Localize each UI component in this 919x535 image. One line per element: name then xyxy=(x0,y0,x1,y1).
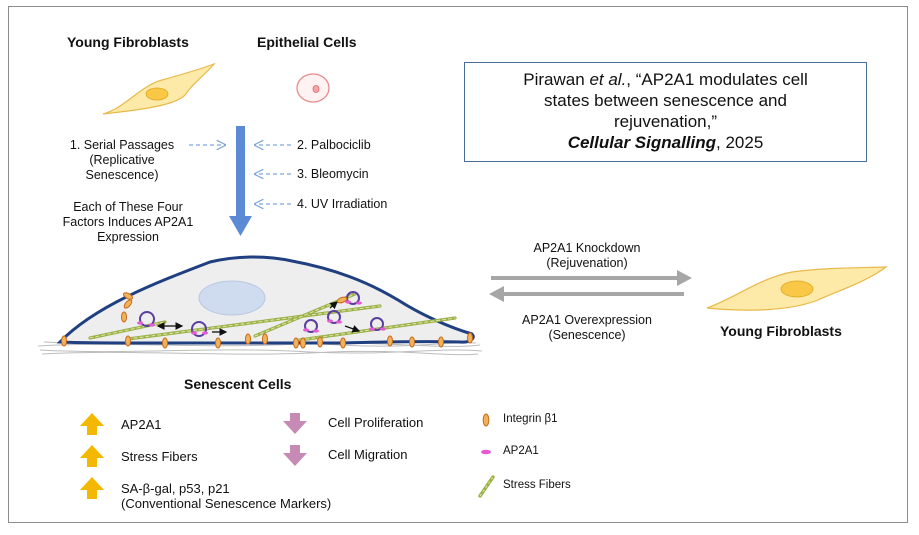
effect-down-migration: Cell Migration xyxy=(328,447,408,462)
summary-line-3: Expression xyxy=(97,230,159,244)
effect-up-stress-fibers: Stress Fibers xyxy=(121,449,198,464)
senescent-cells-header: Senescent Cells xyxy=(184,376,292,392)
citation-line-2: states between senescence and xyxy=(544,91,787,110)
knockdown-label: AP2A1 Knockdown (Rejuvenation) xyxy=(507,241,667,271)
young-fibroblast-top-icon xyxy=(102,62,216,115)
citation-line-3: rejuvenation,” xyxy=(613,112,717,131)
epithelial-cells-header: Epithelial Cells xyxy=(257,34,357,50)
citation-etal: et al. xyxy=(589,70,627,89)
legend-integrin-label: Integrin β1 xyxy=(503,413,558,425)
knockdown-line-2: (Rejuvenation) xyxy=(546,256,628,270)
inducer-1-line-3: Senescence) xyxy=(85,168,159,182)
young-fibroblasts-right-header: Young Fibroblasts xyxy=(720,323,842,339)
down-arrow-icon xyxy=(283,413,307,434)
citation-journal: Cellular Signalling xyxy=(567,133,717,152)
down-arrow-icons xyxy=(283,413,307,466)
inducer-bleomycin: 3. Bleomycin xyxy=(297,167,369,181)
integrin-legend-icon xyxy=(482,413,490,427)
summary-line-2: Factors Induces AP2A1 xyxy=(62,215,194,229)
inducer-uv-irradiation: 4. UV Irradiation xyxy=(297,197,388,211)
inducer-palbociclib: 2. Palbociclib xyxy=(297,138,371,152)
inducer-summary: Each of These Four Factors Induces AP2A1… xyxy=(46,200,210,245)
stress-fiber-legend-icon xyxy=(478,475,495,498)
inducer-1-line-1: 1. Serial Passages xyxy=(69,138,175,152)
figure-frame xyxy=(8,6,908,523)
young-fibroblasts-header: Young Fibroblasts xyxy=(67,34,189,50)
citation-title-1: , “AP2A1 modulates cell xyxy=(626,70,808,89)
legend-stress-fibers-label: Stress Fibers xyxy=(503,479,571,491)
citation-line-1: Pirawan et al., “AP2A1 modulates cell xyxy=(465,69,866,90)
citation-year: , 2025 xyxy=(716,133,764,152)
citation-box: Pirawan et al., “AP2A1 modulates cell st… xyxy=(464,62,867,162)
markers-line-1: SA-β-gal, p53, p21 xyxy=(121,481,230,496)
inducer-serial-passages: 1. Serial Passages (Replicative Senescen… xyxy=(58,138,186,183)
up-arrow-icon xyxy=(80,477,104,499)
ap2a1-legend-icon xyxy=(481,449,491,455)
effect-up-ap2a1: AP2A1 xyxy=(121,417,162,432)
legend-ap2a1-label: AP2A1 xyxy=(503,445,539,457)
overexpression-label: AP2A1 Overexpression (Senescence) xyxy=(497,313,677,343)
effect-up-markers: SA-β-gal, p53, p21 (Conventional Senesce… xyxy=(121,481,331,511)
up-arrow-icon xyxy=(80,413,104,435)
overexpression-line-2: (Senescence) xyxy=(548,328,626,342)
inducer-dashed-arrows xyxy=(189,145,291,204)
transition-arrows xyxy=(489,270,692,302)
markers-line-2: (Conventional Senescence Markers) xyxy=(121,496,332,511)
young-fibroblast-right-icon xyxy=(706,266,888,311)
legend-icons xyxy=(478,413,495,498)
citation-line-4: Cellular Signalling, 2025 xyxy=(465,132,866,153)
citation-authors: Pirawan xyxy=(523,70,585,89)
down-arrow-icon xyxy=(283,445,307,466)
up-arrow-icons xyxy=(80,413,104,499)
senescent-cell xyxy=(56,255,475,349)
epithelial-cell-icon xyxy=(296,73,330,103)
knockdown-line-1: AP2A1 Knockdown xyxy=(533,241,641,255)
up-arrow-icon xyxy=(80,445,104,467)
effect-down-proliferation: Cell Proliferation xyxy=(328,415,424,430)
overexpression-line-1: AP2A1 Overexpression xyxy=(522,313,652,327)
summary-line-1: Each of These Four xyxy=(73,200,183,214)
inducer-1-line-2: (Replicative xyxy=(89,153,155,167)
induction-arrow xyxy=(229,126,252,236)
